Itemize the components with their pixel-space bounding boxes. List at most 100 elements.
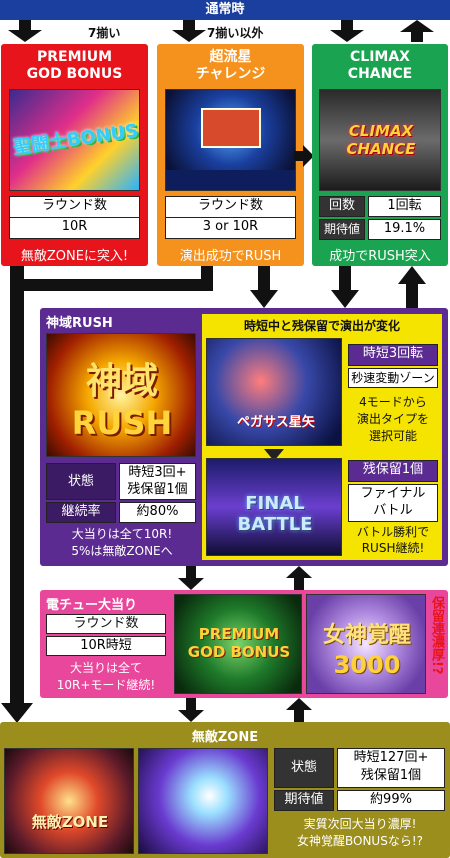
zone-image-2 [138,748,268,854]
challenge-title-1: 超流星 [209,49,252,65]
muteki-zone-panel: 無敵ZONE 無敵ZONE 状態 時短127回+ 残保留1個 期待値 約99% … [0,722,450,858]
label-seven: 7揃い [88,26,121,40]
effect-image-1: ペガサス星矢 [206,338,342,446]
denchu-image-2-num: 3000 [333,651,401,679]
arrow-left-down-to-zone [1,703,33,723]
jitan-sub: 秒速変動ゾーン [348,368,438,388]
denchu-image-1: PREMIUM GOD BONUS [174,594,302,694]
challenge-image [165,89,296,191]
hold-sub-2: バトル [373,503,413,518]
arrow-denchu-to-rush [286,566,312,590]
challenge-panel: 超流星 チャレンジ ラウンド数 3 or 10R 演出成功でRUSH [157,44,304,266]
hold-label: 残保留1個 [348,460,438,482]
challenge-round-value-text: 3 or 10R [202,219,259,234]
zone-row2-label-text: 期待値 [284,792,324,807]
rush-image: 神域 RUSH [46,333,196,457]
zone-footer: 実質次回大当り濃厚! 女神覚醒BONUSなら!? [270,816,450,850]
climax-row2-label: 期待値 [319,219,365,240]
climax-row1-label-text: 回数 [328,198,355,213]
arrow-up-to-top [396,20,438,42]
climax-row2-value: 19.1% [368,219,441,240]
arrow-rush-to-denchu [178,566,204,590]
climax-row2-value-text: 19.1% [383,221,426,236]
effect-title: 時短中と残保留で演出が変化 [243,319,400,333]
jitan-desc-2: 演出タイプを [356,412,429,426]
effect-image-1-text: ペガサス星矢 [237,415,315,430]
zone-image-1-text: 無敵ZONE [31,813,109,831]
line-challenge-vertical [201,266,213,291]
zone-row1-value-2: 残保留1個 [360,768,422,783]
rush-row1-value-1: 時短3回+ [128,465,187,480]
arrow-zone-to-denchu [286,698,312,722]
arrow-to-climax [326,20,368,42]
climax-row1-value: 1回転 [368,196,441,217]
rush-image-text1: 神域 [85,361,158,402]
jitan-sub-text: 秒速変動ゾーン [351,371,435,385]
jitan-label-text: 時短3回転 [362,346,424,361]
hold-label-text: 残保留1個 [362,462,424,477]
arrow-to-challenge [168,20,210,42]
denchu-round-label: ラウンド数 [46,614,166,634]
denchu-round-value: 10R時短 [46,636,166,656]
zone-row1-label-text: 状態 [290,760,317,775]
line-left-vertical [10,266,24,706]
rush-row2-value-text: 約80% [136,504,179,519]
zone-row2-value: 約99% [337,790,445,811]
jitan-desc: 4モードから 演出タイプを 選択可能 [348,394,438,445]
denchu-footer-2: 10R+モード継続! [56,678,156,692]
challenge-round-value: 3 or 10R [165,217,296,239]
denchu-round-label-text: ラウンド数 [73,616,139,631]
rush-row1-value: 時短3回+ 残保留1個 [119,463,196,500]
climax-panel: CLIMAX CHANCE CLIMAX CHANCE 回数 1回転 期待値 1… [312,44,448,266]
arrow-challenge-to-rush [250,266,278,308]
zone-row1-value-1: 時短127回+ [353,750,429,765]
line-challenge-horizontal [24,279,213,291]
denchu-footer: 大当りは全て 10R+モード継続! [40,660,172,694]
challenge-screen [201,108,261,148]
rush-row2-label-text: 継続率 [61,504,101,519]
climax-row1-value-text: 1回転 [387,198,422,213]
climax-footer: 成功でRUSH突入 [329,249,431,264]
arrow-rush-up-to-climax [398,266,426,308]
rush-row2-value: 約80% [119,502,196,523]
climax-title-1: CLIMAX [350,49,410,65]
challenge-floor [166,170,295,190]
challenge-round-label: ラウンド数 [165,196,296,218]
arrow-to-premium [4,20,46,42]
premium-round-label-text: ラウンド数 [41,198,107,213]
premium-round-label-cell: ラウンド数 [9,196,140,218]
climax-row1-label: 回数 [319,196,365,217]
jitan-desc-3: 選択可能 [368,429,417,443]
effect-change-panel: 時短中と残保留で演出が変化 ペガサス星矢 FINAL BATTLE 時短3回転 … [202,314,442,560]
rush-row1-label-text: 状態 [67,474,94,489]
hold-sub: ファイナル バトル [348,484,438,522]
denchu-panel: 電チュー大当り ラウンド数 10R時短 大当りは全て 10R+モード継続! PR… [40,590,448,698]
zone-row1-value: 時短127回+ 残保留1個 [337,748,445,788]
label-non-seven: 7揃い以外 [207,26,264,40]
zone-row1-label: 状態 [274,748,334,788]
challenge-round-label-text: ラウンド数 [197,198,263,213]
zone-title: 無敵ZONE [191,730,259,745]
effect-image-2: FINAL BATTLE [206,458,342,556]
challenge-title-2: チャレンジ [195,66,266,82]
effect-down-arrow-icon [264,446,284,461]
premium-title-1: PREMIUM [36,49,113,65]
zone-image-1: 無敵ZONE [4,748,134,854]
climax-image-text: CLIMAX CHANCE [346,122,416,158]
challenge-footer: 演出成功でRUSH [179,249,282,264]
zone-footer-1: 実質次回大当り濃厚! [303,817,417,831]
arrow-denchu-to-zone [178,698,204,722]
denchu-round-value-text: 10R時短 [80,638,132,653]
premium-image: 聖闘士BONUS [9,89,140,191]
zone-footer-2: 女神覚醒BONUSなら!? [296,834,424,848]
denchu-image-2: 女神覚醒 3000 [306,594,426,694]
rush-footer: 大当りは全て10R! 5%は無敵ZONEへ [40,526,204,560]
hold-desc-2: RUSH継続! [361,541,425,555]
premium-god-bonus-panel: PREMIUM GOD BONUS 聖闘士BONUS ラウンド数 ラウンド数 1… [1,44,148,266]
hold-desc-1: バトル勝利で [356,525,430,539]
premium-title-2: GOD BONUS [26,66,123,82]
premium-image-text: 聖闘士BONUS [12,120,140,159]
zone-row2-value-text: 約99% [370,792,412,807]
top-bar-title: 通常時 [205,2,245,17]
zone-row2-label: 期待値 [274,790,334,811]
